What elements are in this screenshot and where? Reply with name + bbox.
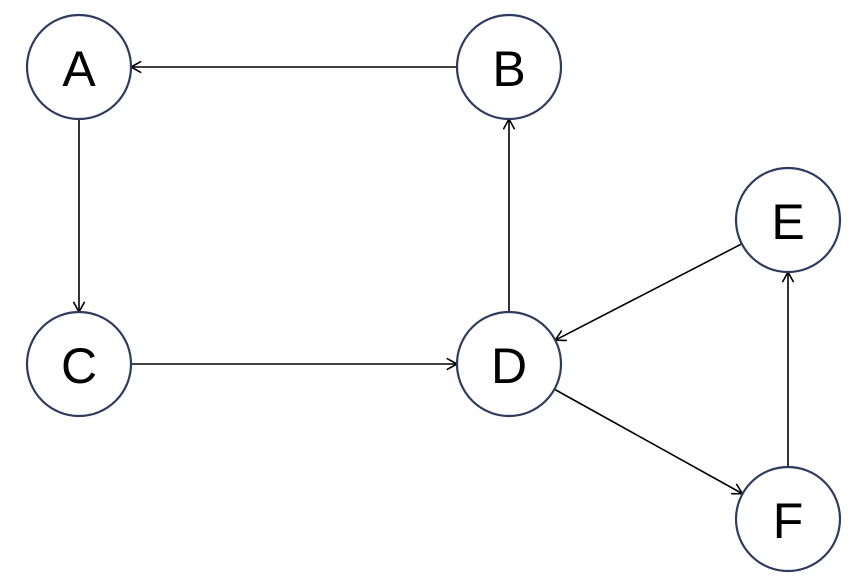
node-circle <box>734 166 842 274</box>
node-circle <box>25 13 133 121</box>
edge-f-to-e <box>781 271 795 467</box>
node-e: E <box>734 166 842 274</box>
node-c: C <box>25 310 133 418</box>
edge-c-to-d <box>131 357 458 371</box>
node-label: B <box>492 41 525 97</box>
node-label: D <box>491 338 527 394</box>
edges-layer <box>72 60 795 495</box>
node-circle <box>25 310 133 418</box>
node-f: F <box>734 465 842 573</box>
edge-d-to-f <box>554 388 744 495</box>
edge-d-to-b <box>502 118 516 312</box>
node-circle <box>455 13 563 121</box>
node-label: E <box>771 194 804 250</box>
node-a: A <box>25 13 133 121</box>
node-b: B <box>455 13 563 121</box>
node-circle <box>455 310 563 418</box>
node-label: A <box>62 41 96 97</box>
node-d: D <box>455 310 563 418</box>
node-label: C <box>61 338 97 394</box>
edge-line <box>554 388 743 495</box>
edge-a-to-c <box>72 119 86 313</box>
edge-b-to-a <box>130 60 457 74</box>
node-circle <box>734 465 842 573</box>
edge-e-to-d <box>554 243 743 342</box>
edge-line <box>554 243 743 341</box>
nodes-layer: A B C D E F <box>25 13 842 573</box>
node-label: F <box>773 493 804 549</box>
